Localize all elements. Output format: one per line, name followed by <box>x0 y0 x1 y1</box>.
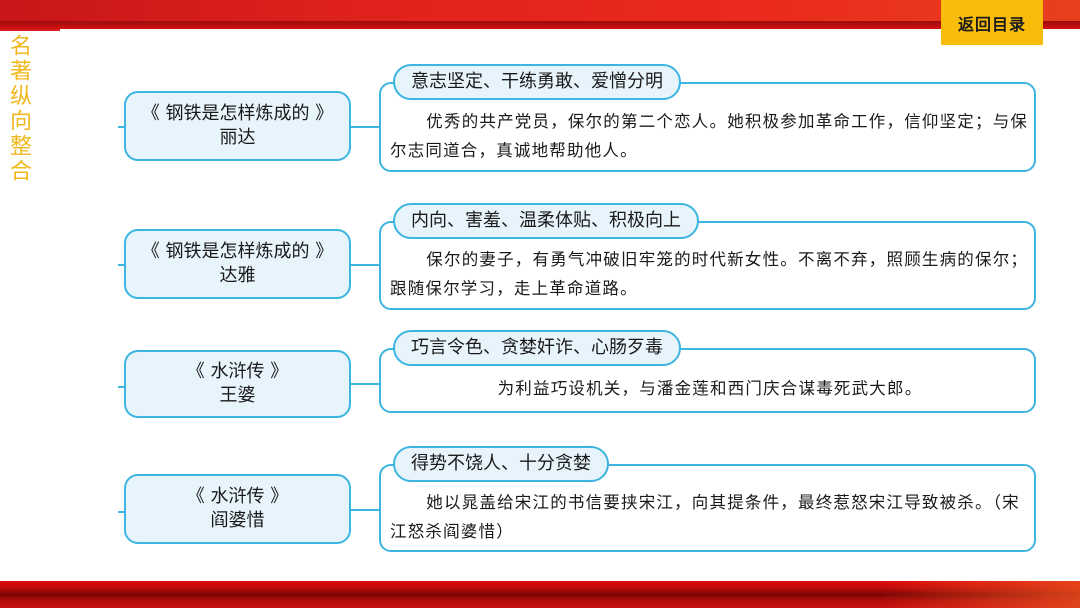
traits-pill: 内向、害羞、温柔体贴、积极向上 <box>393 203 699 239</box>
character-description: 她以晁盖给宋江的书信要挟宋江，向其提条件，最终惹怒宋江导致被杀。（宋江怒杀阎婆惜… <box>390 493 1020 541</box>
book-node: 《 水浒传 》 阎婆惜 <box>124 474 351 544</box>
book-title: 《 水浒传 》 <box>186 486 289 507</box>
character-description: 为利益巧设机关，与潘金莲和西门庆合谋毒死武大郎。 <box>497 379 923 398</box>
connector-line <box>351 509 381 511</box>
connector-stub <box>118 126 126 128</box>
book-node: 《 钢铁是怎样炼成的 》 达雅 <box>124 229 351 299</box>
traits-pill: 得势不饶人、十分贪婪 <box>393 446 609 482</box>
top-accent-line <box>0 29 60 31</box>
bottom-banner <box>0 581 1080 608</box>
section-title: 名著纵向整合 <box>6 34 31 184</box>
book-node: 《 钢铁是怎样炼成的 》 丽达 <box>124 91 351 161</box>
book-title: 《 水浒传 》 <box>186 361 289 382</box>
book-title: 《 钢铁是怎样炼成的 》 <box>141 241 334 262</box>
connector-stub <box>118 511 126 513</box>
top-banner <box>0 0 1080 29</box>
traits-pill: 意志坚定、干练勇敢、爱憎分明 <box>393 64 681 100</box>
character-name: 丽达 <box>219 127 256 148</box>
character-description: 优秀的共产党员，保尔的第二个恋人。她积极参加革命工作，信仰坚定；与保尔志同道合，… <box>390 112 1029 160</box>
book-title: 《 钢铁是怎样炼成的 》 <box>141 103 334 124</box>
connector-stub <box>118 386 126 388</box>
connector-stub <box>118 264 126 266</box>
connector-line <box>351 264 381 266</box>
connector-line <box>351 126 381 128</box>
connector-line <box>351 383 381 385</box>
book-node: 《 水浒传 》 王婆 <box>124 350 351 418</box>
character-name: 阎婆惜 <box>210 510 265 531</box>
character-description: 保尔的妻子，有勇气冲破旧牢笼的时代新女性。不离不弃，照顾生病的保尔；跟随保尔学习… <box>390 250 1029 298</box>
back-to-contents-button[interactable]: 返回目录 <box>941 0 1043 45</box>
character-name: 达雅 <box>219 265 256 286</box>
traits-pill: 巧言令色、贪婪奸诈、心肠歹毒 <box>393 330 681 366</box>
character-name: 王婆 <box>219 385 256 406</box>
